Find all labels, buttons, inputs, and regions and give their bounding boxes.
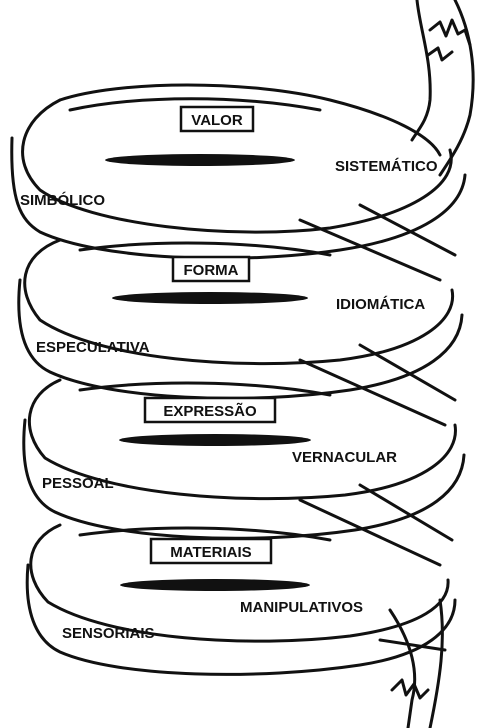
label-especulativa: ESPECULATIVA	[36, 339, 150, 356]
title-valor: VALOR	[191, 112, 243, 129]
ribbon-bottom-end	[378, 598, 447, 728]
label-sensoriais: SENSORIAIS	[62, 625, 155, 642]
label-manipulativos: MANIPULATIVOS	[240, 599, 363, 616]
ribbon-top-end	[410, 0, 475, 177]
coil-materiais	[25, 523, 457, 676]
label-sistematico: SISTEMÁTICO	[335, 158, 438, 175]
title-forma: FORMA	[184, 262, 239, 279]
label-pessoal: PESSOAL	[42, 475, 114, 492]
title-box-materiais: MATERIAIS	[149, 537, 273, 565]
title-box-expressao: EXPRESSÃO	[143, 396, 277, 424]
coil-forma	[17, 238, 464, 427]
title-materiais: MATERIAIS	[170, 544, 251, 561]
title-expressao: EXPRESSÃO	[163, 402, 257, 420]
title-box-valor: VALOR	[179, 105, 255, 133]
label-idiomatica: IDIOMÁTICA	[336, 296, 425, 313]
coil-expressao	[22, 378, 466, 567]
label-simbolico: SIMBÓLICO	[20, 191, 105, 209]
title-box-forma: FORMA	[171, 255, 251, 283]
label-vernacular: VERNACULAR	[292, 449, 397, 466]
